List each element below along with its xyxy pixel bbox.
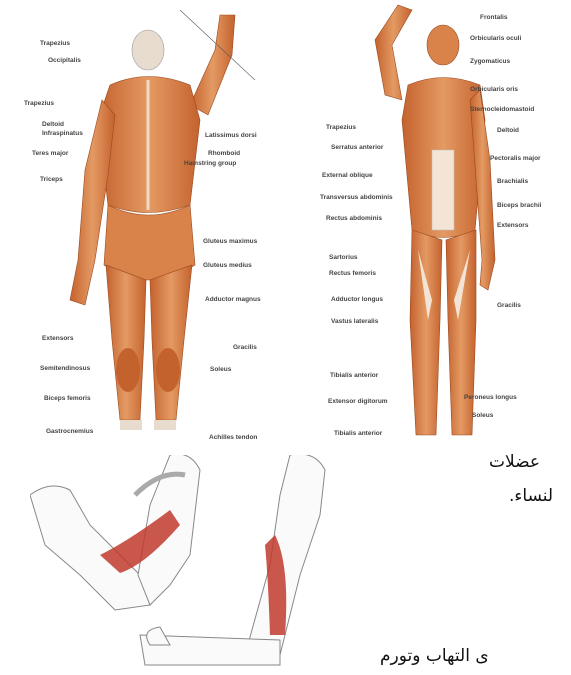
front-label-adductor-longus: Adductor longus — [331, 296, 383, 303]
back-label-infraspinatus: Infraspinatus — [42, 130, 83, 137]
front-label-sternocleidomastoid: Sternocleidomastoid — [470, 106, 534, 113]
back-label-gastrocnemius: Gastrocnemius — [46, 428, 93, 435]
text-line-2: لنساء. — [509, 486, 553, 506]
front-label-trapezius: Trapezius — [326, 124, 356, 131]
front-label-vastus-lateralis: Vastus lateralis — [331, 318, 378, 325]
front-label-sartorius: Sartorius — [329, 254, 358, 261]
front-label-rectus-abdominis: Rectus abdominis — [326, 215, 382, 222]
front-label-extensor-digitorum: Extensor digitorum — [328, 398, 388, 405]
front-label-biceps: Biceps brachii — [497, 202, 541, 209]
back-label-biceps-femoris: Biceps femoris — [44, 395, 91, 402]
front-label-frontalis: Frontalis — [480, 14, 507, 21]
back-label-occipitalis: Trapezius — [40, 40, 70, 47]
back-label-adductor: Adductor magnus — [205, 296, 261, 303]
front-label-tibialis: Tibialis anterior — [330, 372, 378, 379]
front-label-transversus: Transversus abdominis — [320, 194, 393, 201]
front-label-deltoid: Deltoid — [497, 127, 519, 134]
front-label-rectus-femoris: Rectus femoris — [329, 270, 376, 277]
back-label-gluteus-medius: Gluteus medius — [203, 262, 252, 269]
front-label-brachialis: Brachialis — [497, 178, 528, 185]
back-muscle-figure — [40, 10, 260, 450]
front-label-zygomaticus: Zygomaticus — [470, 58, 510, 65]
back-label-gluteus-maximus: Gluteus maximus — [203, 238, 257, 245]
front-label-extensors: Extensors — [497, 222, 528, 229]
back-label-teres: Teres major — [32, 150, 68, 157]
front-label-soleus-front: Soleus — [472, 412, 493, 419]
front-label-tibialis-2: Tibialis anterior — [334, 430, 382, 437]
front-label-external-oblique: External oblique — [322, 172, 373, 179]
back-label-extensors: Extensors — [42, 335, 73, 342]
back-label-trapezius: Trapezius — [24, 100, 54, 107]
front-label-peroneus: Peroneus longus — [464, 394, 517, 401]
back-label-triceps: Triceps — [40, 176, 63, 183]
arm-flexion-illustration — [30, 455, 330, 670]
back-label-achilles: Achilles tendon — [209, 434, 257, 441]
back-label-deltoid: Deltoid — [42, 121, 64, 128]
front-label-serratus: Serratus anterior — [331, 144, 383, 151]
back-label-occipitalis-2: Occipitalis — [48, 57, 81, 64]
front-label-orbicularis-oculi: Orbicularis oculi — [470, 35, 521, 42]
front-label-orbicularis-oris: Orbicularis oris — [470, 86, 518, 93]
front-label-pectoralis: Pectoralis major — [490, 155, 541, 162]
back-label-gracilis: Gracilis — [233, 344, 257, 351]
text-line-1: عضلات — [489, 452, 540, 472]
front-muscle-figure — [340, 0, 520, 450]
back-label-semitendinosus: Semitendinosus — [40, 365, 90, 372]
text-line-3: ى التهاب وتورم — [380, 646, 489, 666]
back-label-latissimus: Latissimus dorsi — [205, 132, 257, 139]
front-label-gracilis: Gracilis — [497, 302, 521, 309]
back-label-rhomboid: Rhomboid — [208, 150, 240, 157]
back-label-soleus: Soleus — [210, 366, 231, 373]
back-label-hamstring: Hamstring group — [184, 160, 236, 167]
